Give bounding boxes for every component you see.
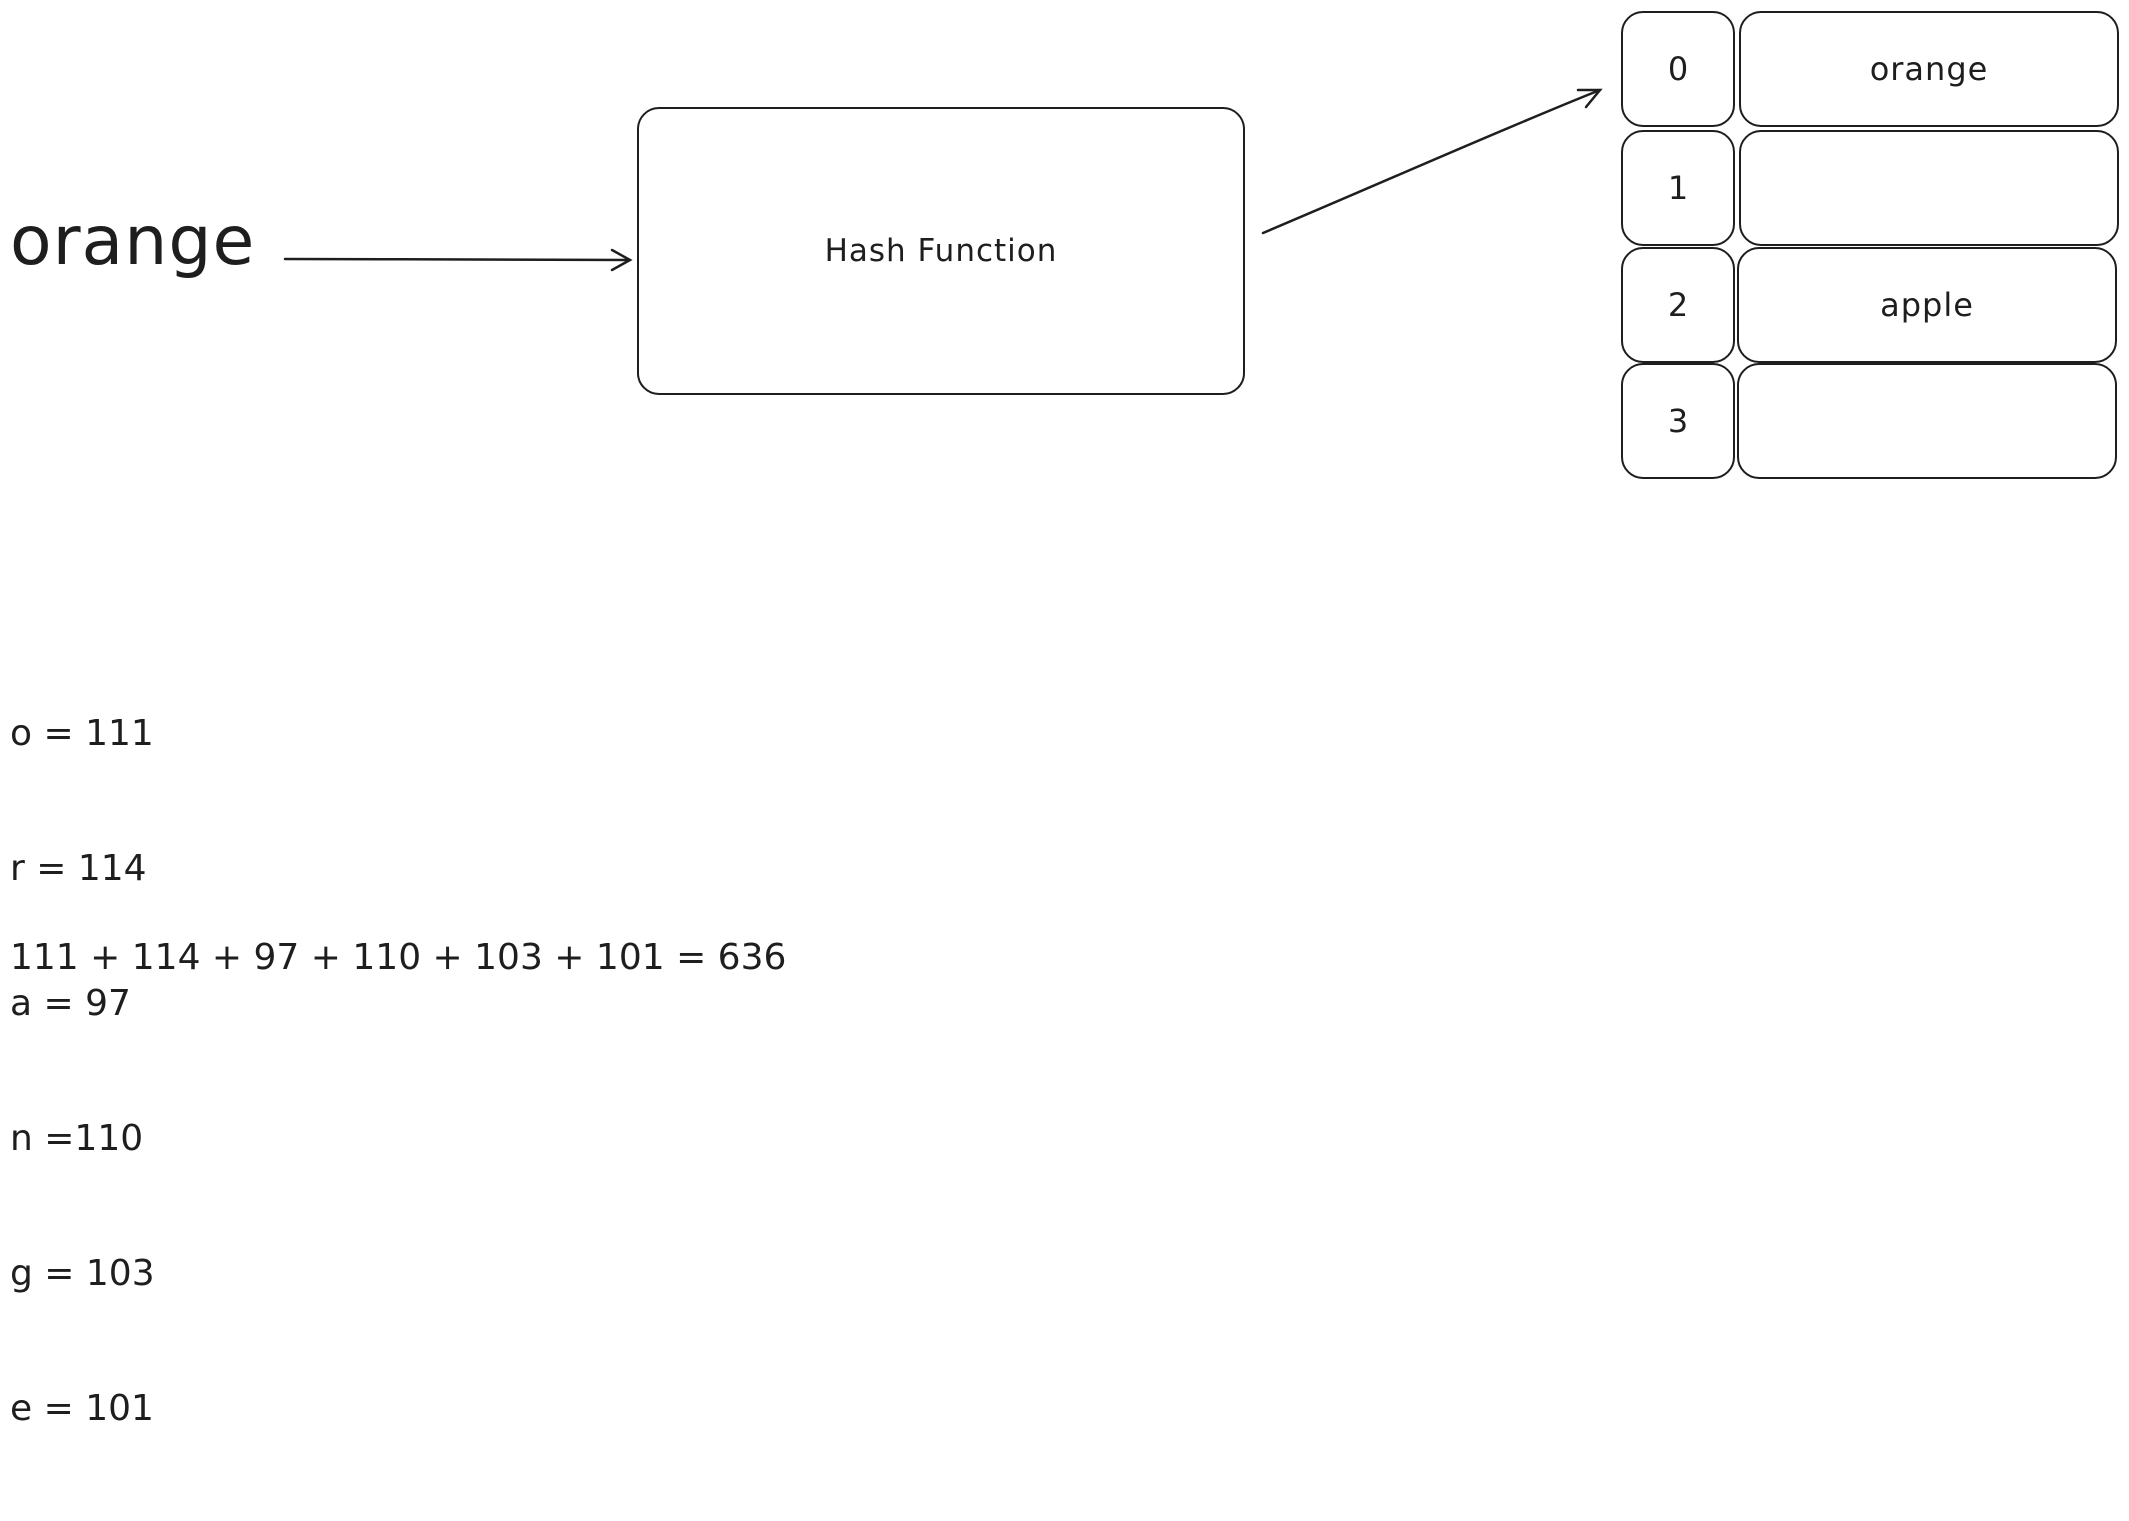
- char-code-line: g = 103: [10, 1253, 155, 1294]
- diagram-canvas: orange Hash Function 0 orange 1 2 apple …: [10, 11, 2119, 1429]
- table-index-label: 3: [1667, 402, 1689, 440]
- char-code-line: a = 97: [10, 983, 131, 1024]
- sum-expression: 111 + 114 + 97 + 110 + 103 + 101 = 636: [10, 937, 787, 978]
- table-index-cell: 0: [1621, 11, 1735, 127]
- char-code-list: o = 111 r = 114 a = 97 n =110 g = 103 e …: [10, 621, 155, 1521]
- input-to-hash-arrow: [283, 248, 633, 272]
- table-index-cell: 1: [1621, 130, 1735, 246]
- hash-to-slot-arrow: [1261, 88, 1603, 235]
- hash-function-box: Hash Function: [637, 107, 1245, 395]
- table-index-label: 1: [1667, 169, 1689, 207]
- table-value-label: orange: [1869, 50, 1989, 88]
- char-code-line: n =110: [10, 1118, 144, 1159]
- arrows-layer: [283, 88, 1603, 272]
- char-code-line: o = 111: [10, 713, 154, 754]
- table-index-label: 2: [1667, 286, 1689, 324]
- table-value-cell: [1737, 363, 2117, 479]
- input-key-text: orange: [10, 202, 256, 281]
- table-value-cell: apple: [1737, 247, 2117, 363]
- table-index-cell: 2: [1621, 247, 1735, 363]
- hash-function-label: Hash Function: [824, 233, 1058, 269]
- table-value-label: apple: [1880, 286, 1974, 324]
- char-code-line: e = 101: [10, 1388, 154, 1429]
- table-index-cell: 3: [1621, 363, 1735, 479]
- table-value-cell: orange: [1739, 11, 2119, 127]
- table-value-cell: [1739, 130, 2119, 246]
- char-code-line: r = 114: [10, 848, 147, 889]
- table-index-label: 0: [1667, 50, 1689, 88]
